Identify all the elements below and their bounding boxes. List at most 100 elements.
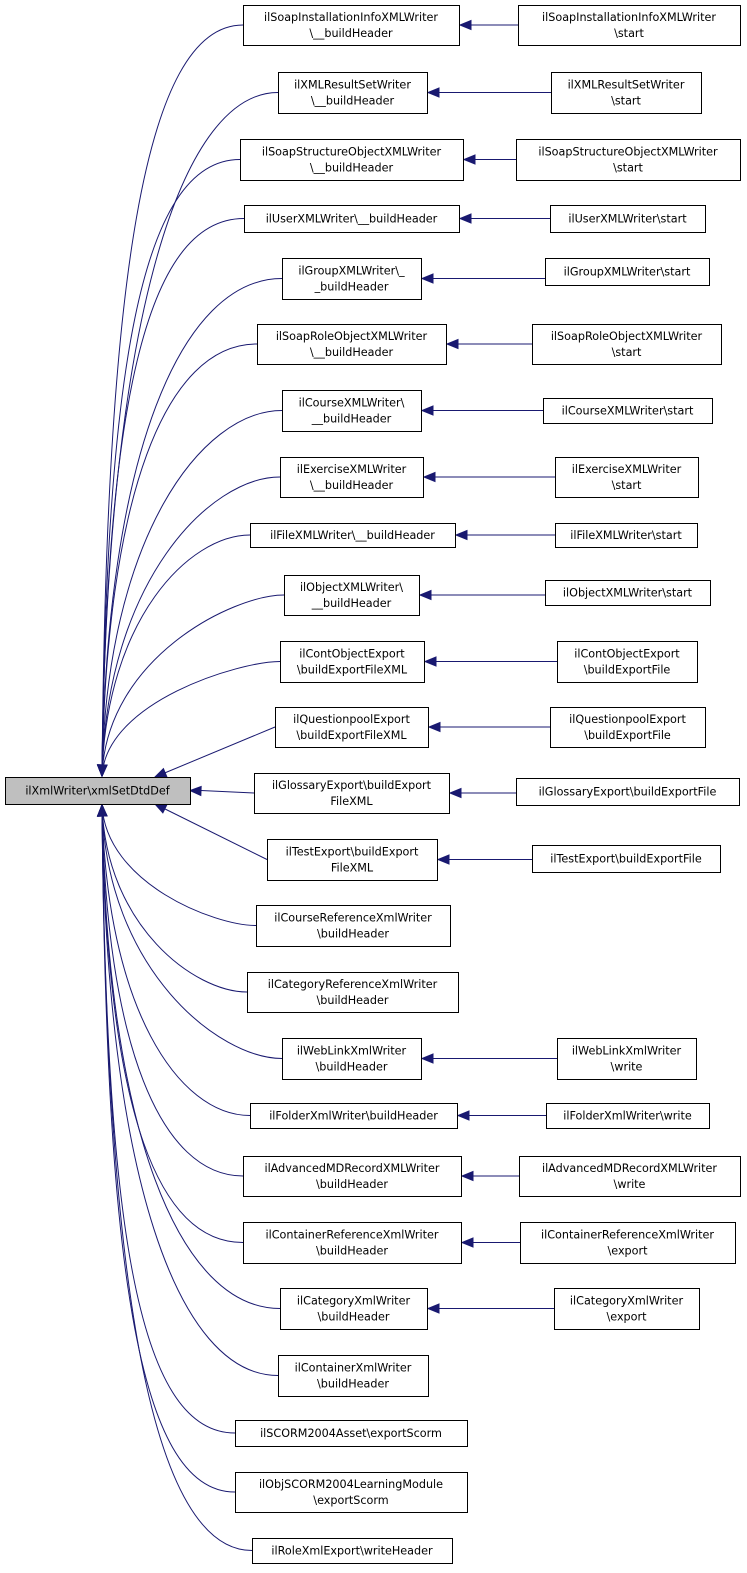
callee-node-8-box xyxy=(555,457,699,498)
caller-node-14[interactable]: ilTestExport\buildExportFileXML xyxy=(267,839,438,881)
caller-node-19-box xyxy=(243,1156,462,1197)
callee-node-4-label: ilUserXMLWriter\start xyxy=(568,213,687,226)
arrowhead-caller-child-11 xyxy=(423,656,437,667)
caller-node-2-label: \__buildHeader xyxy=(311,95,395,108)
caller-node-20[interactable]: ilContainerReferenceXmlWriter\buildHeade… xyxy=(243,1222,462,1264)
callee-node-17-box xyxy=(557,1038,697,1080)
caller-node-22-label: ilContainerXmlWriter xyxy=(295,1362,412,1375)
arrowhead-caller-child-7 xyxy=(420,405,434,416)
callee-node-5-label: ilGroupXMLWriter\start xyxy=(564,266,691,279)
callee-node-11-label: \buildExportFile xyxy=(584,664,671,677)
callee-node-21[interactable]: ilCategoryXmlWriter\export xyxy=(554,1288,700,1330)
edge-root-caller-18 xyxy=(101,804,251,1116)
callee-node-5[interactable]: ilGroupXMLWriter\start xyxy=(545,258,710,286)
caller-node-9[interactable]: ilFileXMLWriter\__buildHeader xyxy=(250,523,456,548)
arrowhead-caller-child-14 xyxy=(436,854,450,865)
caller-node-8-label: \__buildHeader xyxy=(310,479,394,492)
caller-node-18-label: ilFolderXmlWriter\buildHeader xyxy=(269,1110,438,1123)
caller-node-20-label: ilContainerReferenceXmlWriter xyxy=(265,1229,438,1242)
edge-root-caller-14 xyxy=(154,803,268,860)
caller-node-23-label: ilSCORM2004Asset\exportScorm xyxy=(260,1427,442,1440)
arrowhead-caller-child-12 xyxy=(427,721,441,733)
edge-root-caller-15 xyxy=(101,804,257,926)
caller-node-10[interactable]: ilObjectXMLWriter\__buildHeader xyxy=(284,575,420,616)
callee-node-11-label: ilContObjectExport xyxy=(574,648,680,661)
caller-node-24[interactable]: ilObjSCORM2004LearningModule\exportScorm xyxy=(235,1472,468,1513)
caller-node-11-box xyxy=(280,641,425,683)
callee-node-10-label: ilObjectXMLWriter\start xyxy=(563,587,693,600)
caller-node-2[interactable]: ilXMLResultSetWriter \__buildHeader xyxy=(278,72,428,114)
callee-node-10[interactable]: ilObjectXMLWriter\start xyxy=(545,580,711,606)
callee-node-3-box xyxy=(516,139,741,181)
caller-node-25[interactable]: ilRoleXmlExport\writeHeader xyxy=(252,1538,453,1564)
callee-node-7[interactable]: ilCourseXMLWriter\start xyxy=(543,398,713,424)
caller-node-21-box xyxy=(280,1288,428,1330)
caller-node-22-box xyxy=(278,1355,429,1397)
caller-node-11-label: ilContObjectExport xyxy=(299,648,405,661)
callee-node-12[interactable]: ilQuestionpoolExport\buildExportFile xyxy=(550,707,706,748)
callee-node-2-label: ilXMLResultSetWriter xyxy=(568,79,685,92)
caller-node-14-label: FileXML xyxy=(331,862,374,875)
callee-node-1[interactable]: ilSoapInstallationInfoXMLWriter\start xyxy=(518,5,741,46)
callee-node-6-label: \start xyxy=(612,346,642,359)
edge-root-caller-23 xyxy=(101,804,236,1434)
caller-node-2-label: ilXMLResultSetWriter xyxy=(294,79,411,92)
edge-root-caller-11 xyxy=(101,661,281,777)
root-node-xmlsetdtddef[interactable]: ilXmlWriter\xmlSetDtdDef xyxy=(5,777,191,805)
callee-node-18[interactable]: ilFolderXmlWriter\write xyxy=(546,1103,710,1129)
callee-node-18-box xyxy=(546,1103,710,1129)
caller-node-23[interactable]: ilSCORM2004Asset\exportScorm xyxy=(235,1420,468,1447)
callee-node-4[interactable]: ilUserXMLWriter\start xyxy=(550,205,706,233)
caller-node-12-box xyxy=(275,707,429,748)
caller-node-11[interactable]: ilContObjectExport\buildExportFileXML xyxy=(280,641,425,683)
callee-node-14[interactable]: ilTestExport\buildExportFile xyxy=(532,845,721,873)
callee-node-11[interactable]: ilContObjectExport \buildExportFile xyxy=(557,641,698,683)
caller-node-21-label: \buildHeader xyxy=(317,1311,389,1324)
caller-node-19-label: \buildHeader xyxy=(316,1178,388,1191)
caller-node-21-label: ilCategoryXmlWriter xyxy=(297,1295,411,1308)
edge-root-caller-16 xyxy=(101,804,248,993)
callee-node-9[interactable]: ilFileXMLWriter\start xyxy=(555,523,698,548)
caller-node-8[interactable]: ilExerciseXMLWriter \__buildHeader xyxy=(280,457,424,498)
caller-node-6[interactable]: ilSoapRoleObjectXMLWriter\__buildHeader xyxy=(257,324,447,365)
caller-node-7[interactable]: ilCourseXMLWriter\__buildHeader xyxy=(282,390,422,432)
caller-node-13-box xyxy=(254,773,450,814)
callee-node-12-box xyxy=(550,707,706,748)
caller-node-5[interactable]: ilGroupXMLWriter\__buildHeader xyxy=(282,258,422,300)
callee-node-20[interactable]: ilContainerReferenceXmlWriter\export xyxy=(520,1222,736,1264)
callee-node-17[interactable]: ilWebLinkXmlWriter\write xyxy=(557,1038,697,1080)
nodes-layer: ilXmlWriter\xmlSetDtdDef ilSoapInstallati… xyxy=(5,5,741,1564)
callee-node-19[interactable]: ilAdvancedMDRecordXMLWriter\write xyxy=(519,1156,741,1197)
caller-node-12[interactable]: ilQuestionpoolExport\buildExportFileXML xyxy=(275,707,429,748)
caller-node-1[interactable]: ilSoapInstallationInfoXMLWriter\__buildH… xyxy=(243,5,460,46)
caller-node-22[interactable]: ilContainerXmlWriter \buildHeader xyxy=(278,1355,429,1397)
caller-node-19[interactable]: ilAdvancedMDRecordXMLWriter\buildHeader xyxy=(243,1156,462,1197)
callee-node-18-label: ilFolderXmlWriter\write xyxy=(563,1110,692,1123)
caller-node-15[interactable]: ilCourseReferenceXmlWriter\buildHeader xyxy=(256,905,451,947)
callee-node-8[interactable]: ilExerciseXMLWriter\start xyxy=(555,457,699,498)
caller-node-4-box xyxy=(244,205,460,233)
caller-node-3[interactable]: ilSoapStructureObjectXMLWriter\__buildHe… xyxy=(240,139,464,181)
caller-node-8-label: ilExerciseXMLWriter xyxy=(297,463,407,476)
caller-node-13[interactable]: ilGlossaryExport\buildExportFileXML xyxy=(254,773,450,814)
caller-node-4[interactable]: ilUserXMLWriter\__buildHeader xyxy=(244,205,460,233)
callee-node-13[interactable]: ilGlossaryExport\buildExportFile xyxy=(516,778,740,806)
caller-node-16[interactable]: ilCategoryReferenceXmlWriter\buildHeader xyxy=(247,972,459,1013)
edge-root-caller-12 xyxy=(154,726,276,778)
callee-node-1-label: ilSoapInstallationInfoXMLWriter xyxy=(542,11,716,24)
caller-node-17-box xyxy=(282,1038,422,1080)
callee-node-21-label: ilCategoryXmlWriter xyxy=(570,1295,684,1308)
caller-node-17[interactable]: ilWebLinkXmlWriter\buildHeader xyxy=(282,1038,422,1080)
callee-node-2[interactable]: ilXMLResultSetWriter\start xyxy=(551,72,702,114)
callee-node-8-label: \start xyxy=(612,479,642,492)
caller-node-18[interactable]: ilFolderXmlWriter\buildHeader xyxy=(250,1103,458,1129)
caller-node-21[interactable]: ilCategoryXmlWriter \buildHeader xyxy=(280,1288,428,1330)
callee-node-12-label: \buildExportFile xyxy=(584,729,671,742)
callee-node-6-label: ilSoapRoleObjectXMLWriter xyxy=(551,330,703,343)
caller-node-3-label: \__buildHeader xyxy=(310,162,394,175)
caller-node-22-label: \buildHeader xyxy=(317,1378,389,1391)
callee-node-6[interactable]: ilSoapRoleObjectXMLWriter \start xyxy=(532,324,722,365)
edge-root-caller-20 xyxy=(101,804,244,1243)
callee-node-3-label: ilSoapStructureObjectXMLWriter xyxy=(538,146,718,159)
callee-node-3[interactable]: ilSoapStructureObjectXMLWriter\start xyxy=(516,139,741,181)
